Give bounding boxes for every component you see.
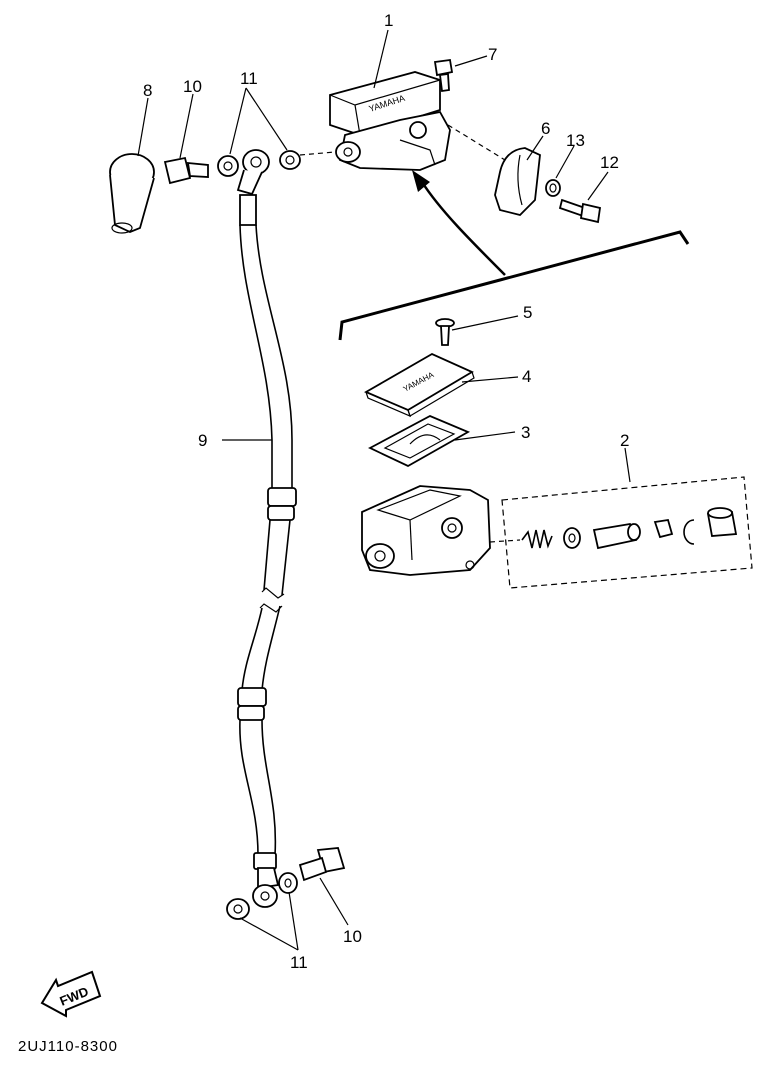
brake-hose-9 [237,194,297,870]
callout-12: 12 [600,153,619,172]
copper-washer-11-bottom-b [278,872,298,894]
boot-8 [109,153,155,234]
callout-3: 3 [521,423,530,442]
callout-5: 5 [523,303,532,322]
callout-11-top: 11 [240,69,258,88]
screw-5 [435,318,455,346]
callout-2: 2 [620,431,629,450]
callout-11-bottom: 11 [290,953,308,972]
callout-6: 6 [541,119,550,138]
callout-10-bottom: 10 [343,927,362,946]
piston-kit-2 [521,507,738,550]
leader-lines [137,29,631,951]
assembly-arrow [338,170,690,341]
reservoir-cap-4: YAMAHA [363,352,475,418]
washer-13 [545,179,561,197]
callout-1: 1 [384,11,393,30]
banjo-fitting-bottom [252,867,280,908]
master-cylinder-body [361,485,491,576]
union-bolt-10-bottom [298,847,346,882]
callout-4: 4 [522,367,531,386]
callout-10-top: 10 [183,77,202,96]
fwd-arrow-icon: FWD [40,970,102,1018]
copper-washer-11-top-b [279,150,301,170]
piston-kit-box [501,476,753,589]
copper-washer-11-top-a [217,155,239,177]
drawing-code: 2UJ110-8300 [18,1038,118,1055]
callout-8: 8 [143,81,152,100]
holder-6 [494,147,541,216]
callout-9: 9 [198,431,207,450]
callout-7: 7 [488,45,497,64]
banjo-fitting-top [236,149,270,196]
callout-13: 13 [566,131,585,150]
union-bolt-10-top [163,156,209,185]
copper-washer-11-bottom-a [226,898,250,920]
diaphragm-3 [367,415,471,468]
cap-screw-7 [433,58,454,93]
bolt-12 [558,198,602,224]
master-cylinder-assembly: YAMAHA [329,71,451,171]
